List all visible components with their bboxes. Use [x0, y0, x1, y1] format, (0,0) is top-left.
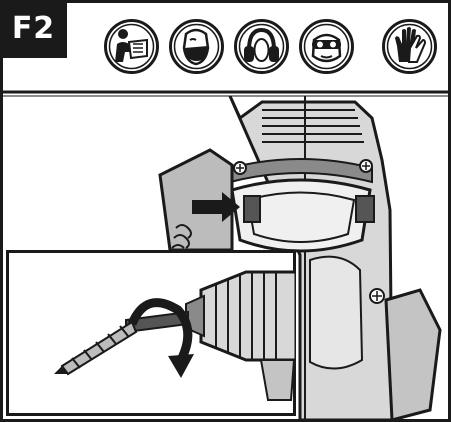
drill-body [158, 95, 442, 422]
ear-protection-icon [234, 19, 289, 74]
dust-mask-icon [169, 19, 224, 74]
eye-protection-icon [299, 19, 354, 74]
rotation-arrow-icon [127, 298, 194, 378]
arrow-icon [192, 192, 240, 222]
ppe-header: F2 [0, 0, 451, 92]
bit-insertion-inset [6, 250, 296, 416]
gloves-icon [382, 19, 437, 74]
drill-bit [54, 310, 189, 376]
figure-label: F2 [0, 0, 67, 58]
read-manual-icon [104, 19, 159, 74]
chuck [185, 270, 296, 401]
